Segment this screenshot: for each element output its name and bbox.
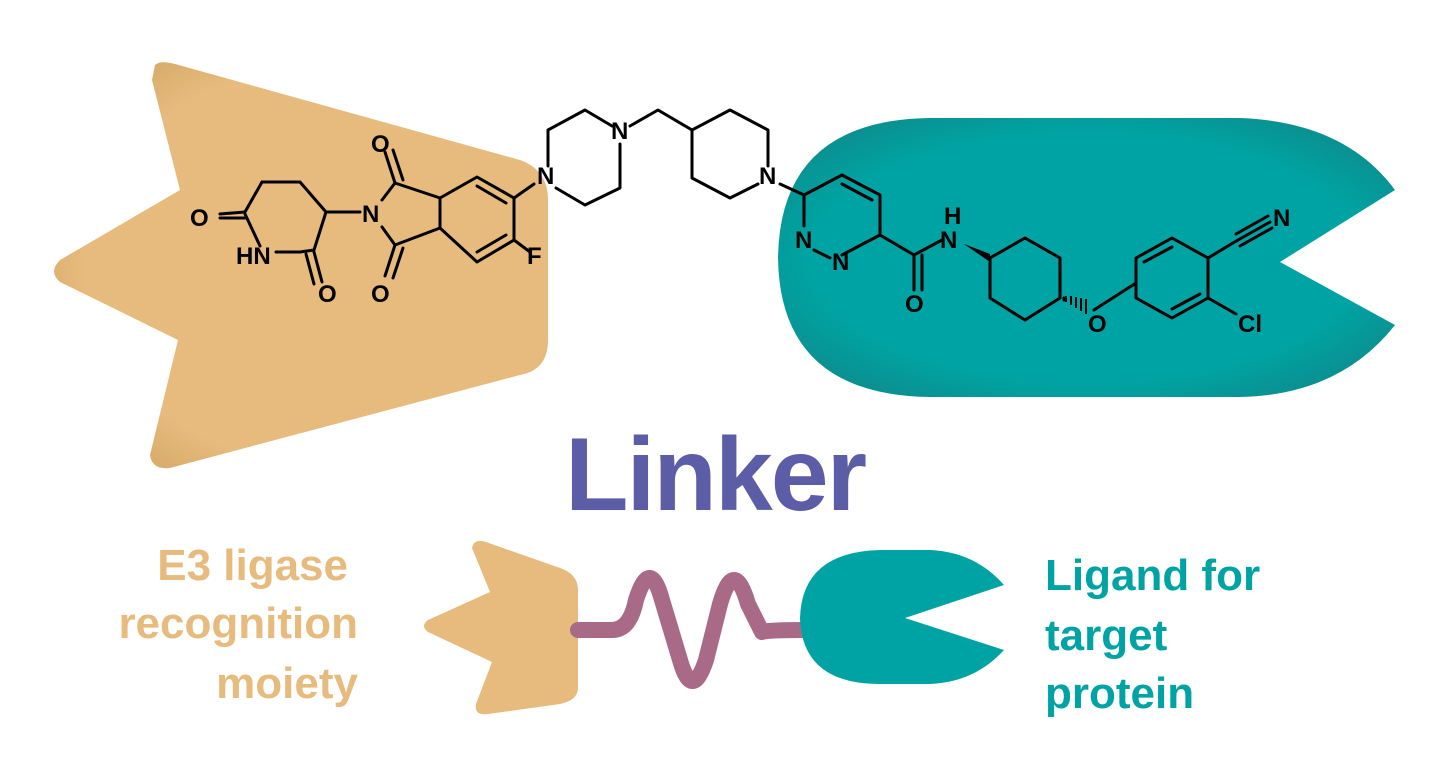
atom-o6: O <box>1088 311 1107 338</box>
target-label-line-2: target <box>1045 611 1168 660</box>
atom-hn: HN <box>236 243 271 270</box>
e3-ligase-shape-large <box>54 62 548 469</box>
target-ligand-label: Ligand for target protein <box>1045 551 1260 718</box>
atom-n-pip3: N <box>759 163 776 190</box>
linker-title: Linker <box>565 417 866 533</box>
atom-o5: O <box>905 291 924 318</box>
atom-n-pyr2: N <box>832 249 849 276</box>
atom-n-pip1: N <box>537 163 554 190</box>
e3-label-line-1: E3 ligase <box>157 541 348 590</box>
atom-cl: Cl <box>1238 311 1262 338</box>
molecule-bonds <box>218 108 1274 322</box>
atom-n-pyr1: N <box>795 227 812 254</box>
target-ligand-shape-small <box>800 550 1004 684</box>
atom-o2: O <box>190 205 209 232</box>
atom-n-amide: N <box>940 227 957 254</box>
atom-labels: O O HN O N O F N N N N N H N O O Cl N <box>190 118 1290 338</box>
atom-n-pip2: N <box>611 118 628 145</box>
atom-o3: O <box>318 281 337 308</box>
atom-h-amide: H <box>944 203 961 230</box>
hashed-bond <box>1062 296 1087 314</box>
atom-n-nitrile: N <box>1273 205 1290 232</box>
e3-ligase-shape-small <box>424 540 578 715</box>
target-ligand-shape-large <box>778 118 1395 397</box>
atom-o4: O <box>371 281 390 308</box>
atom-o1: O <box>371 131 390 158</box>
e3-label-line-2: recognition <box>118 599 358 648</box>
target-label-line-1: Ligand for <box>1045 551 1260 600</box>
e3-ligase-label: E3 ligase recognition moiety <box>118 541 358 708</box>
target-label-line-3: protein <box>1045 669 1194 718</box>
atom-n-imide: N <box>362 201 379 228</box>
linker-wave <box>570 570 812 689</box>
atom-f: F <box>527 243 542 270</box>
e3-label-line-3: moiety <box>216 659 358 708</box>
wedge-bond <box>964 244 990 262</box>
